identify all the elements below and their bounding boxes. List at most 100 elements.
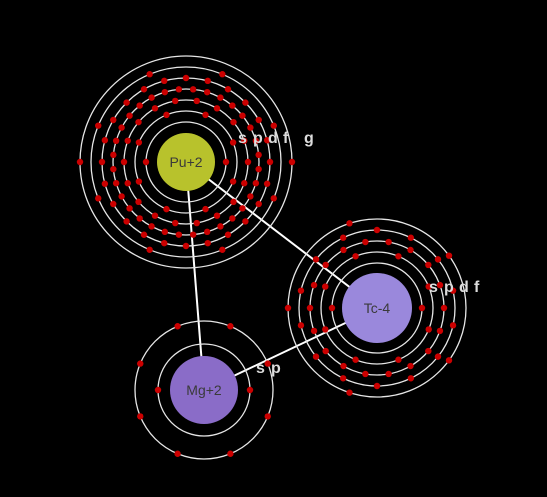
electron-tc-1-2 — [418, 304, 426, 312]
electron-pu-4-15 — [252, 137, 260, 145]
electron-tc-4-1 — [297, 287, 305, 294]
electron-pu-4-30 — [118, 193, 125, 200]
nucleus-pu[interactable] — [157, 133, 215, 191]
electron-pu-3-4 — [151, 105, 159, 112]
electron-shell-pu-4 — [112, 88, 260, 236]
atom-label-pu: Pu+2 — [169, 154, 202, 170]
electron-tc-3-6 — [385, 238, 392, 246]
electron-mg-1-2 — [246, 386, 254, 394]
electron-pu-2-1 — [135, 139, 143, 146]
electron-pu-2-3 — [202, 111, 209, 119]
electron-tc-4-9 — [434, 353, 442, 360]
orbital-label-tc-p: p — [444, 279, 454, 296]
electron-pu-5-10 — [242, 99, 249, 106]
electron-pu-4-13 — [239, 112, 246, 119]
electron-shell-pu-2 — [134, 110, 238, 214]
electron-pu-4-9 — [189, 86, 197, 93]
electron-tc-1-1 — [328, 304, 336, 312]
electron-tc-3-13 — [407, 362, 414, 370]
electron-pu-4-17 — [255, 165, 262, 173]
bond-line-pu-mg — [185, 161, 205, 391]
electron-pu-4-28 — [136, 215, 143, 222]
electron-pu-5-11 — [255, 116, 262, 124]
orbital-label-tc-f: f — [474, 279, 480, 296]
electron-pu-5-21 — [140, 231, 148, 238]
electron-pu-3-17 — [135, 198, 142, 206]
electron-pu-3-10 — [244, 158, 252, 166]
electron-tc-3-8 — [425, 261, 432, 269]
electron-pu-5-5 — [140, 86, 148, 93]
electron-pu-5-20 — [161, 239, 168, 247]
electron-pu-5-15 — [255, 200, 262, 208]
electron-pu-5-24 — [101, 180, 109, 187]
electron-tc-4-2 — [312, 256, 320, 263]
electron-pu-4-6 — [148, 94, 155, 101]
electron-pu-2-8 — [135, 178, 143, 185]
electron-tc-3-4 — [340, 246, 347, 254]
electron-pu-3-13 — [213, 212, 221, 219]
electron-pu-5-19 — [182, 242, 190, 250]
electron-pu-5-4 — [123, 99, 130, 106]
electron-pu-6-2 — [146, 71, 153, 78]
electron-pu-5-3 — [110, 116, 117, 124]
electron-pu-3-7 — [213, 105, 221, 112]
atom-label-tc: Tc-4 — [364, 300, 391, 316]
electron-tc-2-1 — [322, 283, 329, 290]
electron-tc-2-8 — [322, 326, 329, 333]
electron-pu-6-8 — [95, 195, 102, 202]
electron-tc-4-10 — [407, 375, 415, 382]
electron-pu-3-9 — [241, 137, 248, 144]
electron-pu-4-7 — [161, 88, 169, 96]
electron-mg-2-7 — [174, 450, 181, 457]
electron-pu-5-16 — [242, 218, 249, 225]
electron-tc-2-4 — [425, 283, 432, 290]
electron-tc-4-14 — [297, 322, 305, 329]
electron-pu-4-25 — [175, 231, 183, 238]
orbital-label-pu-f: f — [283, 130, 289, 147]
electron-tc-3-7 — [407, 246, 414, 254]
electron-pu-5-22 — [123, 218, 130, 225]
electron-pu-2-4 — [229, 139, 237, 146]
electron-pu-3-6 — [193, 97, 200, 105]
electron-tc-4-4 — [373, 226, 381, 234]
electron-tc-5-2 — [346, 220, 353, 227]
electron-pu-2-2 — [163, 111, 170, 119]
electron-pu-4-24 — [189, 231, 197, 238]
electron-pu-6-4 — [270, 122, 277, 129]
electron-mg-1-1 — [154, 386, 162, 394]
electron-tc-4-13 — [312, 353, 320, 360]
electron-tc-5-4 — [445, 357, 453, 364]
orbital-label-pu-p: p — [253, 130, 263, 147]
electron-pu-3-14 — [193, 219, 200, 227]
electron-pu-6-1 — [95, 122, 102, 129]
electron-pu-5-17 — [224, 231, 232, 238]
electron-tc-4-11 — [373, 382, 381, 390]
electron-tc-3-18 — [310, 327, 318, 335]
electron-mg-2-4 — [264, 360, 271, 367]
electron-pu-4-32 — [110, 165, 117, 173]
electron-pu-6-3 — [219, 71, 226, 78]
electron-shell-tc-2 — [320, 251, 434, 365]
electron-tc-3-1 — [306, 304, 314, 312]
electron-pu-5-1 — [98, 158, 106, 166]
electron-pu-6-6 — [219, 246, 226, 253]
electron-pu-5-13 — [266, 158, 274, 166]
electron-pu-3-1 — [120, 158, 128, 166]
electron-pu-4-3 — [118, 124, 125, 131]
electron-mg-2-3 — [227, 323, 234, 330]
electron-pu-5-6 — [161, 77, 168, 85]
orbital-label-tc-d: d — [459, 279, 469, 296]
nucleus-mg[interactable] — [170, 356, 238, 424]
nucleus-tc[interactable] — [342, 273, 412, 343]
electron-tc-3-14 — [385, 370, 392, 378]
electron-pu-5-12 — [263, 137, 271, 144]
electron-pu-4-18 — [252, 179, 260, 187]
electron-pu-7-2 — [288, 158, 296, 166]
electron-shell-mg-2 — [134, 320, 274, 460]
electron-pu-2-5 — [229, 178, 237, 185]
